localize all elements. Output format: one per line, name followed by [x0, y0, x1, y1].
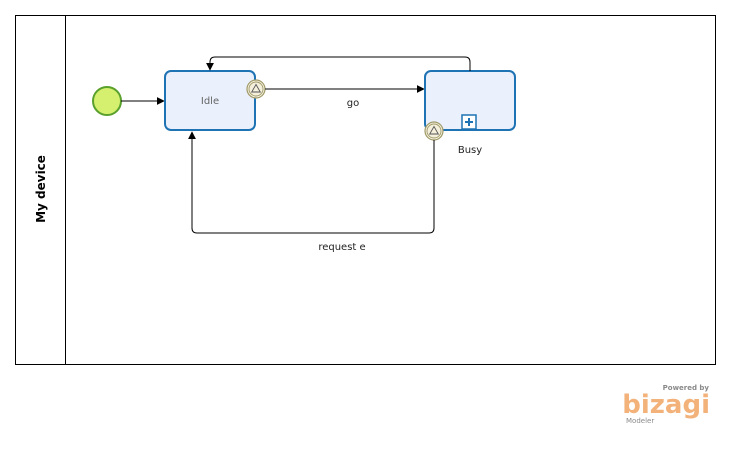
brand-name: bizagi	[622, 390, 710, 420]
start-event-icon[interactable]	[92, 86, 122, 116]
flow-go-label: go	[347, 98, 359, 109]
brand-powered: Powered by	[663, 384, 710, 392]
boundary-signal-event-icon[interactable]	[424, 121, 444, 141]
task-idle-label: Idle	[201, 96, 219, 107]
subprocess-plus-icon	[461, 114, 477, 130]
bizagi-logo: Powered by bizagi Modeler	[622, 384, 710, 425]
flow-request[interactable]	[188, 131, 435, 234]
pool-label: My device	[34, 155, 48, 223]
boundary-signal-event-icon[interactable]	[246, 79, 266, 99]
brand-product: Modeler	[626, 417, 654, 425]
task-idle[interactable]	[164, 70, 256, 131]
task-busy-label: Busy	[458, 145, 482, 156]
flow-request-label: request e	[318, 242, 365, 253]
flow-busy-to-idle[interactable]	[206, 56, 471, 71]
pool[interactable]	[15, 15, 716, 365]
